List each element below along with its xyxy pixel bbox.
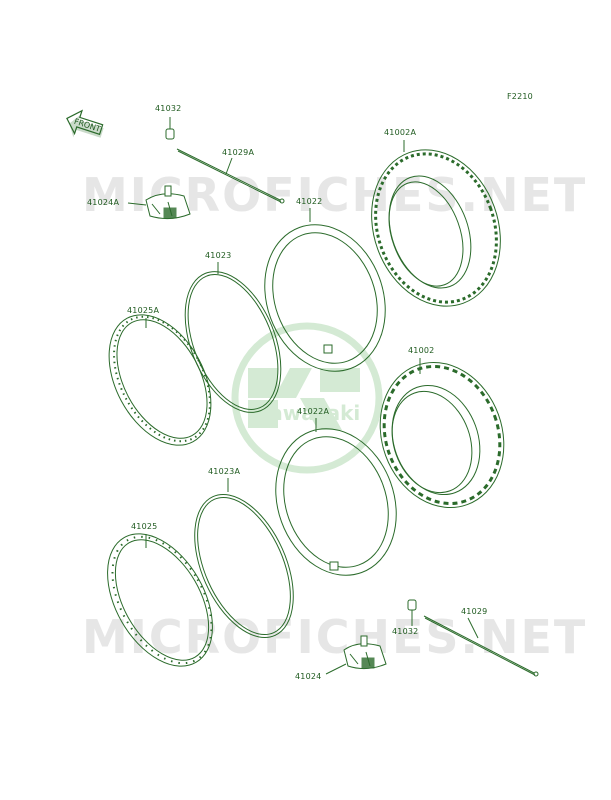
rim-41025A xyxy=(108,314,212,446)
part-label-41023A: 41023A xyxy=(208,467,241,476)
spoke-41029A xyxy=(176,148,285,204)
valve-cap-top xyxy=(165,117,175,140)
rim-lock-41024A xyxy=(127,185,191,220)
diagram-code: F2210 xyxy=(507,92,533,101)
part-label-41032-top: 41032 xyxy=(155,104,182,113)
part-label-41002: 41002 xyxy=(408,346,435,355)
part-label-41029: 41029 xyxy=(461,607,488,616)
part-label-41024: 41024 xyxy=(295,672,322,681)
part-label-41029A: 41029A xyxy=(222,148,255,157)
kawasaki-logo-watermark xyxy=(231,322,383,474)
tire-41002 xyxy=(379,358,505,509)
front-arrow-icon xyxy=(66,109,104,138)
tire-41002A xyxy=(371,140,501,307)
tube-41022 xyxy=(264,208,386,372)
part-label-41032-bottom: 41032 xyxy=(392,627,419,636)
part-label-41025A: 41025A xyxy=(127,306,160,315)
rim-band-41023A xyxy=(194,478,294,639)
watermark-bottom: MICROFICHES.NET xyxy=(82,610,588,664)
part-label-41024A: 41024A xyxy=(87,198,120,207)
rim-lock-41024 xyxy=(325,635,387,675)
kawasaki-logo-text: Kawasaki xyxy=(254,401,361,425)
tube-41022A xyxy=(275,418,397,576)
part-label-41025: 41025 xyxy=(131,522,158,531)
part-label-41022A: 41022A xyxy=(297,407,330,416)
part-label-41002A: 41002A xyxy=(384,128,417,137)
part-label-41023: 41023 xyxy=(205,251,232,260)
part-label-41022: 41022 xyxy=(296,197,323,206)
rim-41025 xyxy=(107,533,213,667)
valve-cap-bottom xyxy=(407,599,417,626)
spoke-41029 xyxy=(423,615,539,677)
